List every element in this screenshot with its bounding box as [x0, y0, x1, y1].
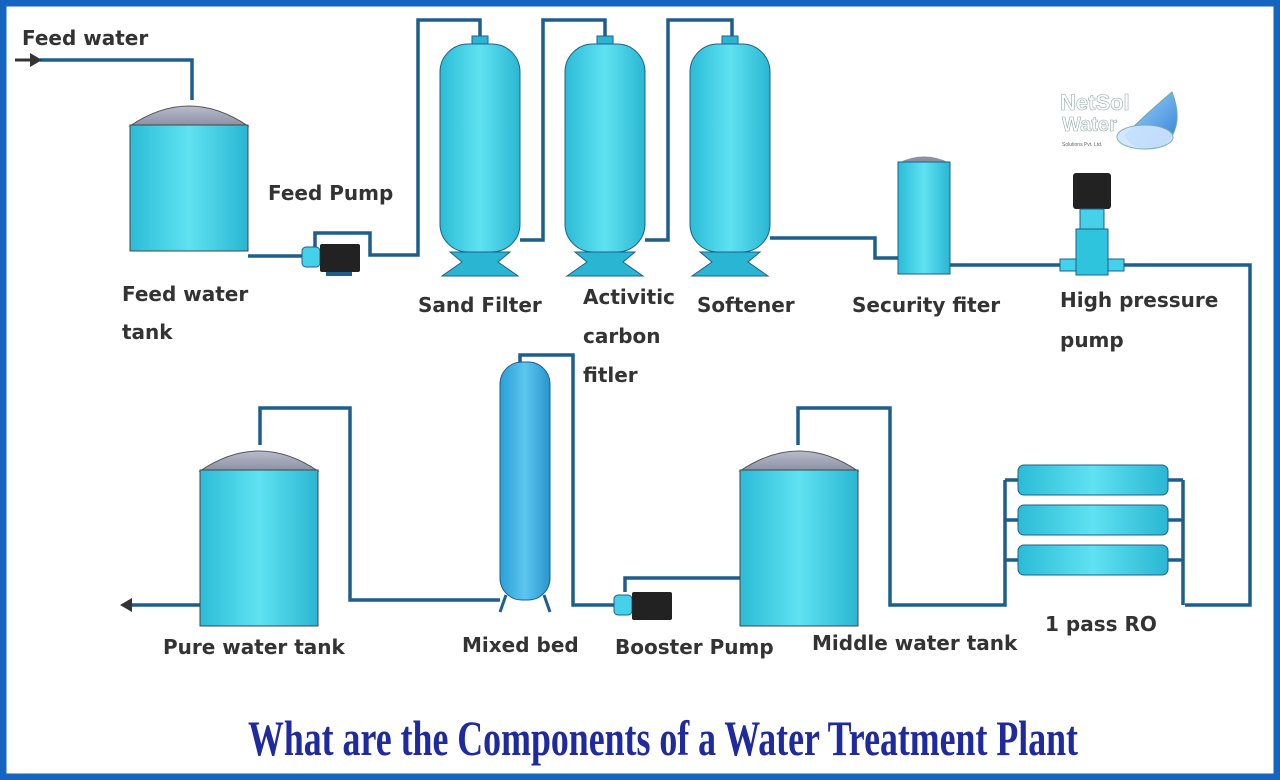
pipes	[15, 18, 1252, 612]
label-carbon-filter-1: Activitic	[583, 285, 675, 309]
label-sand-filter: Sand Filter	[418, 293, 542, 317]
label-feed-water-tank: Feed water	[122, 282, 248, 306]
label-pure-water-tank: Pure water tank	[163, 635, 346, 659]
label-softener: Softener	[697, 293, 795, 317]
security-filter	[897, 156, 951, 275]
label-security-filter: Security fiter	[852, 293, 1000, 317]
label-mixed-bed: Mixed bed	[462, 633, 579, 657]
softener	[689, 35, 771, 277]
label-feed-pump: Feed Pump	[268, 181, 393, 205]
carbon-filter	[564, 35, 646, 277]
middle-water-tank	[738, 450, 860, 627]
high-pressure-pump-icon	[1059, 173, 1125, 276]
netsol-logo: NetSol Water Solutions Pvt. Ltd.	[1060, 90, 1178, 150]
sand-filter	[439, 35, 521, 277]
feed-pump-icon	[301, 244, 360, 276]
label-feed-water-tank-2: tank	[122, 320, 173, 344]
svg-text:Solutions Pvt. Ltd.: Solutions Pvt. Ltd.	[1062, 142, 1102, 148]
booster-pump-icon	[613, 592, 672, 620]
svg-text:Water: Water	[1062, 114, 1117, 136]
feed-water-tank	[128, 105, 250, 252]
pure-water-tank	[198, 450, 320, 627]
label-hp-pump-1: High pressure	[1060, 288, 1218, 312]
label-ro: 1 pass RO	[1045, 612, 1157, 636]
labels: Feed water Feed Pump Feed water tank San…	[22, 26, 1218, 659]
label-hp-pump-2: pump	[1060, 328, 1124, 352]
label-feed-water: Feed water	[22, 26, 148, 50]
label-booster-pump: Booster Pump	[615, 635, 774, 659]
label-carbon-filter-2: carbon	[583, 324, 661, 348]
label-middle-water-tank: Middle water tank	[812, 631, 1018, 655]
page-title: What are the Components of a Water Treat…	[248, 710, 1078, 766]
ro-membranes	[1017, 464, 1169, 576]
svg-text:NetSol: NetSol	[1060, 90, 1130, 115]
label-carbon-filter-3: fitler	[583, 363, 638, 387]
mixed-bed-column	[498, 361, 552, 613]
